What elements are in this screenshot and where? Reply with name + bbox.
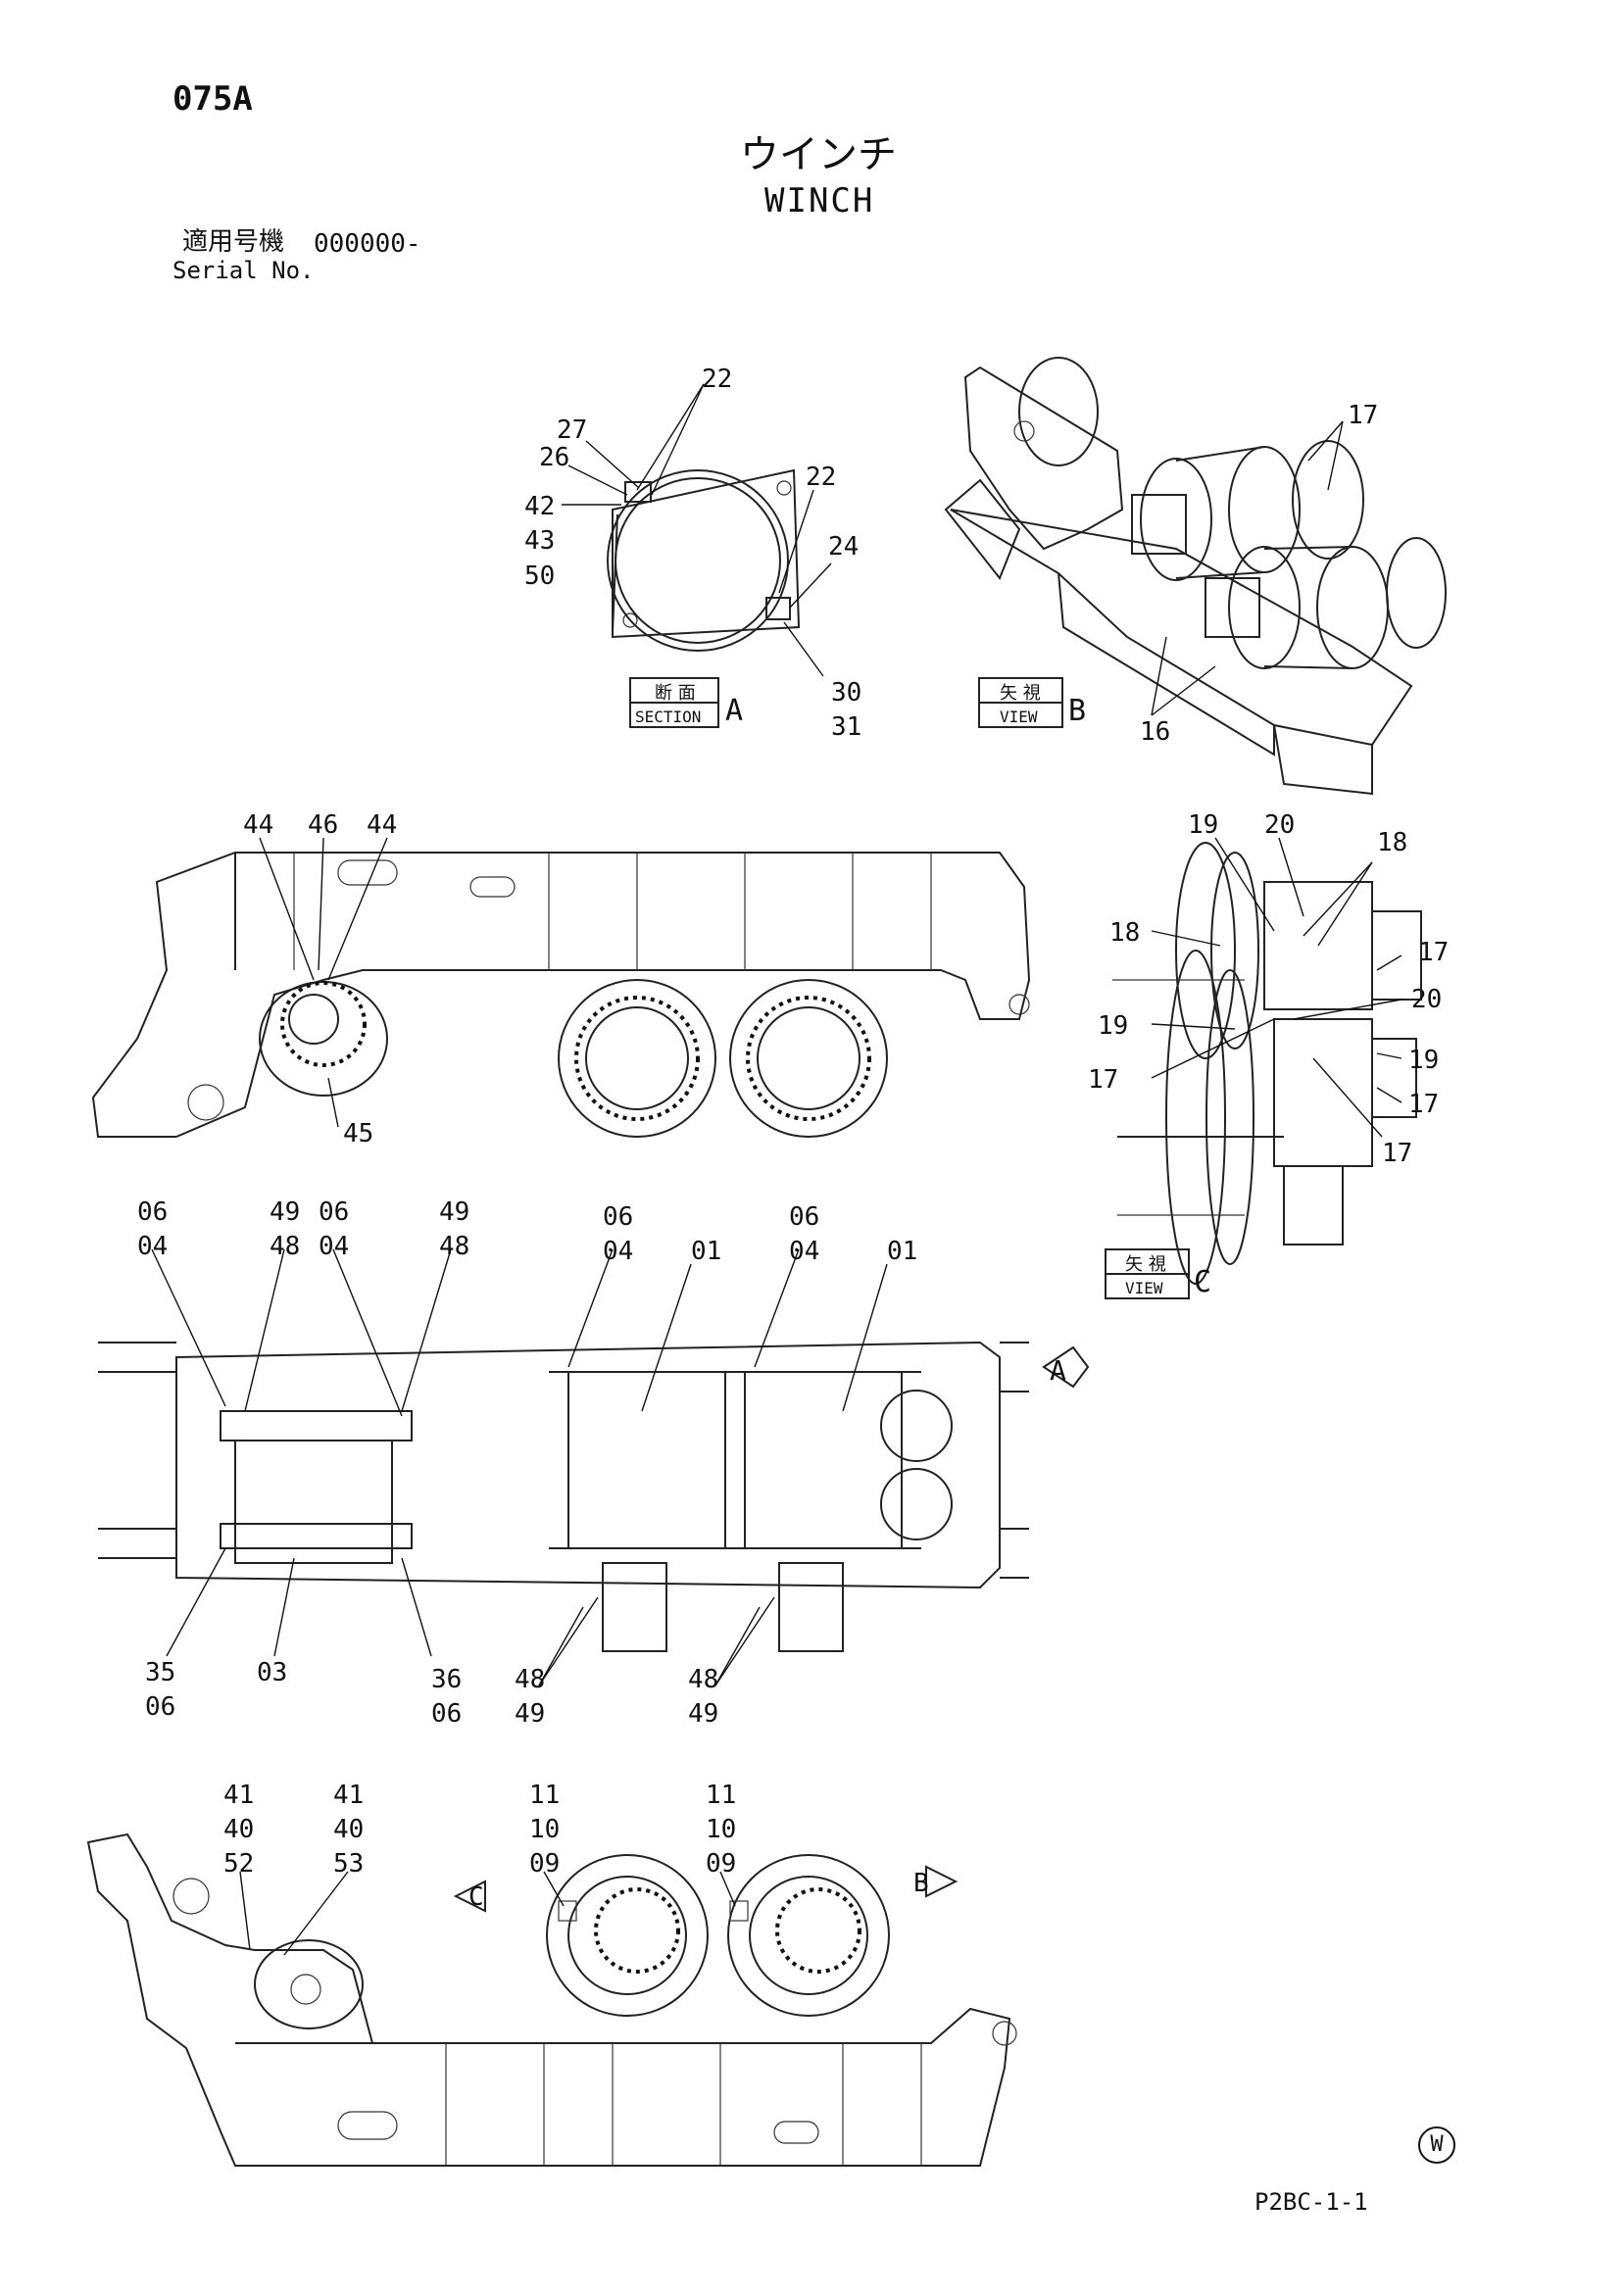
callout: 49 <box>439 1197 469 1227</box>
callout: 01 <box>887 1237 917 1266</box>
callout: 48 <box>439 1232 469 1261</box>
callout: 44 <box>243 810 273 840</box>
section-letter: A <box>725 694 743 728</box>
callout: 06 <box>319 1197 349 1227</box>
callout: 17 <box>1088 1065 1118 1095</box>
callout: 50 <box>524 562 555 591</box>
callout: 53 <box>333 1849 364 1879</box>
serial-label-japanese: 適用号機 <box>182 227 285 257</box>
arrow-a-letter: A <box>1050 1354 1066 1387</box>
callout: 48 <box>688 1665 718 1694</box>
callout: 20 <box>1411 985 1442 1014</box>
callout: 06 <box>431 1699 462 1729</box>
callout: 04 <box>603 1237 633 1266</box>
callout: 36 <box>431 1665 462 1694</box>
callout: 49 <box>688 1699 718 1729</box>
callout: 19 <box>1188 810 1218 840</box>
callout: 48 <box>270 1232 300 1261</box>
callout: 10 <box>706 1815 736 1844</box>
view-b-drawing: 17 16 矢 視 VIEW B <box>944 357 1447 796</box>
view-b-label: 矢 視 VIEW B <box>978 677 1086 728</box>
callout: 22 <box>806 463 836 492</box>
callout: 11 <box>706 1781 736 1810</box>
section-a-drawing: 22 27 26 42 43 50 22 24 30 31 断 面 SECTIO… <box>524 365 861 742</box>
callout: 16 <box>1140 717 1170 747</box>
callout: 09 <box>529 1849 560 1879</box>
arrow-c-letter: C <box>468 1882 484 1912</box>
section-label-en: SECTION <box>635 708 701 726</box>
callout: 04 <box>789 1237 819 1266</box>
view-label-jp: 矢 視 <box>1125 1254 1166 1275</box>
callout: 18 <box>1377 828 1407 857</box>
callout: 03 <box>257 1658 287 1687</box>
view-label-en: VIEW <box>1000 708 1038 726</box>
view-c-label: 矢 視 VIEW C <box>1105 1248 1211 1299</box>
plan-bottom-callouts: 35 06 03 36 06 48 49 48 49 <box>145 1658 718 1729</box>
callout: 40 <box>223 1815 254 1844</box>
callout: 18 <box>1109 918 1140 948</box>
callout: 49 <box>515 1699 545 1729</box>
callout: 17 <box>1382 1139 1412 1168</box>
callout: 35 <box>145 1658 175 1687</box>
callout: 10 <box>529 1815 560 1844</box>
callout: 06 <box>145 1692 175 1722</box>
callout: 01 <box>691 1237 721 1266</box>
arrow-b-letter: B <box>913 1869 929 1898</box>
callout: 22 <box>702 365 732 394</box>
callout: 41 <box>223 1781 254 1810</box>
callout: 27 <box>557 415 587 445</box>
callout: 19 <box>1408 1046 1439 1075</box>
callout: 42 <box>524 492 555 521</box>
plan-top-callouts: 06 04 49 48 06 04 49 48 06 04 01 06 04 0… <box>137 1197 917 1266</box>
callout: 06 <box>789 1202 819 1232</box>
callout: 11 <box>529 1781 560 1810</box>
view-letter: B <box>1068 694 1086 728</box>
callout: 40 <box>333 1815 364 1844</box>
callout: 48 <box>515 1665 545 1694</box>
callout: 26 <box>539 443 569 472</box>
serial-label-english: Serial No. <box>172 257 315 284</box>
callout: 41 <box>333 1781 364 1810</box>
callout: 19 <box>1098 1011 1128 1041</box>
w-mark-icon: W <box>1418 2126 1455 2164</box>
view-c-drawing: 19 20 18 18 17 20 19 19 17 17 17 矢 視 VIE… <box>1088 810 1449 1299</box>
serial-range: 000000- <box>314 229 421 259</box>
drawing-code: P2BC-1-1 <box>1254 2188 1368 2216</box>
callout: 17 <box>1418 938 1449 967</box>
callout: 30 <box>831 678 861 708</box>
callout: 44 <box>367 810 397 840</box>
callout: 17 <box>1348 401 1378 430</box>
callout: 06 <box>137 1197 168 1227</box>
callout: 43 <box>524 526 555 556</box>
plan-view: A 06 04 49 4 <box>98 1197 1090 1729</box>
page-number: 075A <box>172 79 253 119</box>
side-view-bottom: C B 41 40 52 41 40 53 11 10 09 11 10 <box>86 1781 1017 2167</box>
callout: 06 <box>603 1202 633 1232</box>
callout: 04 <box>319 1232 349 1261</box>
callout: 17 <box>1408 1090 1439 1119</box>
view-letter: C <box>1194 1265 1211 1299</box>
view-label-en: VIEW <box>1125 1279 1163 1297</box>
section-a-callouts: 22 27 26 42 43 50 22 24 30 31 <box>524 365 861 742</box>
callout: 09 <box>706 1849 736 1879</box>
title-japanese: ウインチ <box>740 132 897 177</box>
view-label-jp: 矢 視 <box>1000 683 1041 704</box>
callout: 20 <box>1264 810 1295 840</box>
callout: 24 <box>828 532 859 562</box>
callout: 46 <box>308 810 338 840</box>
callout: 49 <box>270 1197 300 1227</box>
title-english: WINCH <box>764 181 875 220</box>
callout: 52 <box>223 1849 254 1879</box>
section-a-label: 断 面 SECTION A <box>629 677 743 728</box>
section-label-jp: 断 面 <box>655 683 696 704</box>
callout: 04 <box>137 1232 168 1261</box>
side-bottom-callouts: 41 40 52 41 40 53 11 10 09 11 10 09 <box>223 1781 736 1879</box>
callout: 31 <box>831 712 861 742</box>
callout: 45 <box>343 1119 373 1148</box>
side-view-top: 44 46 44 45 <box>91 810 1031 1148</box>
